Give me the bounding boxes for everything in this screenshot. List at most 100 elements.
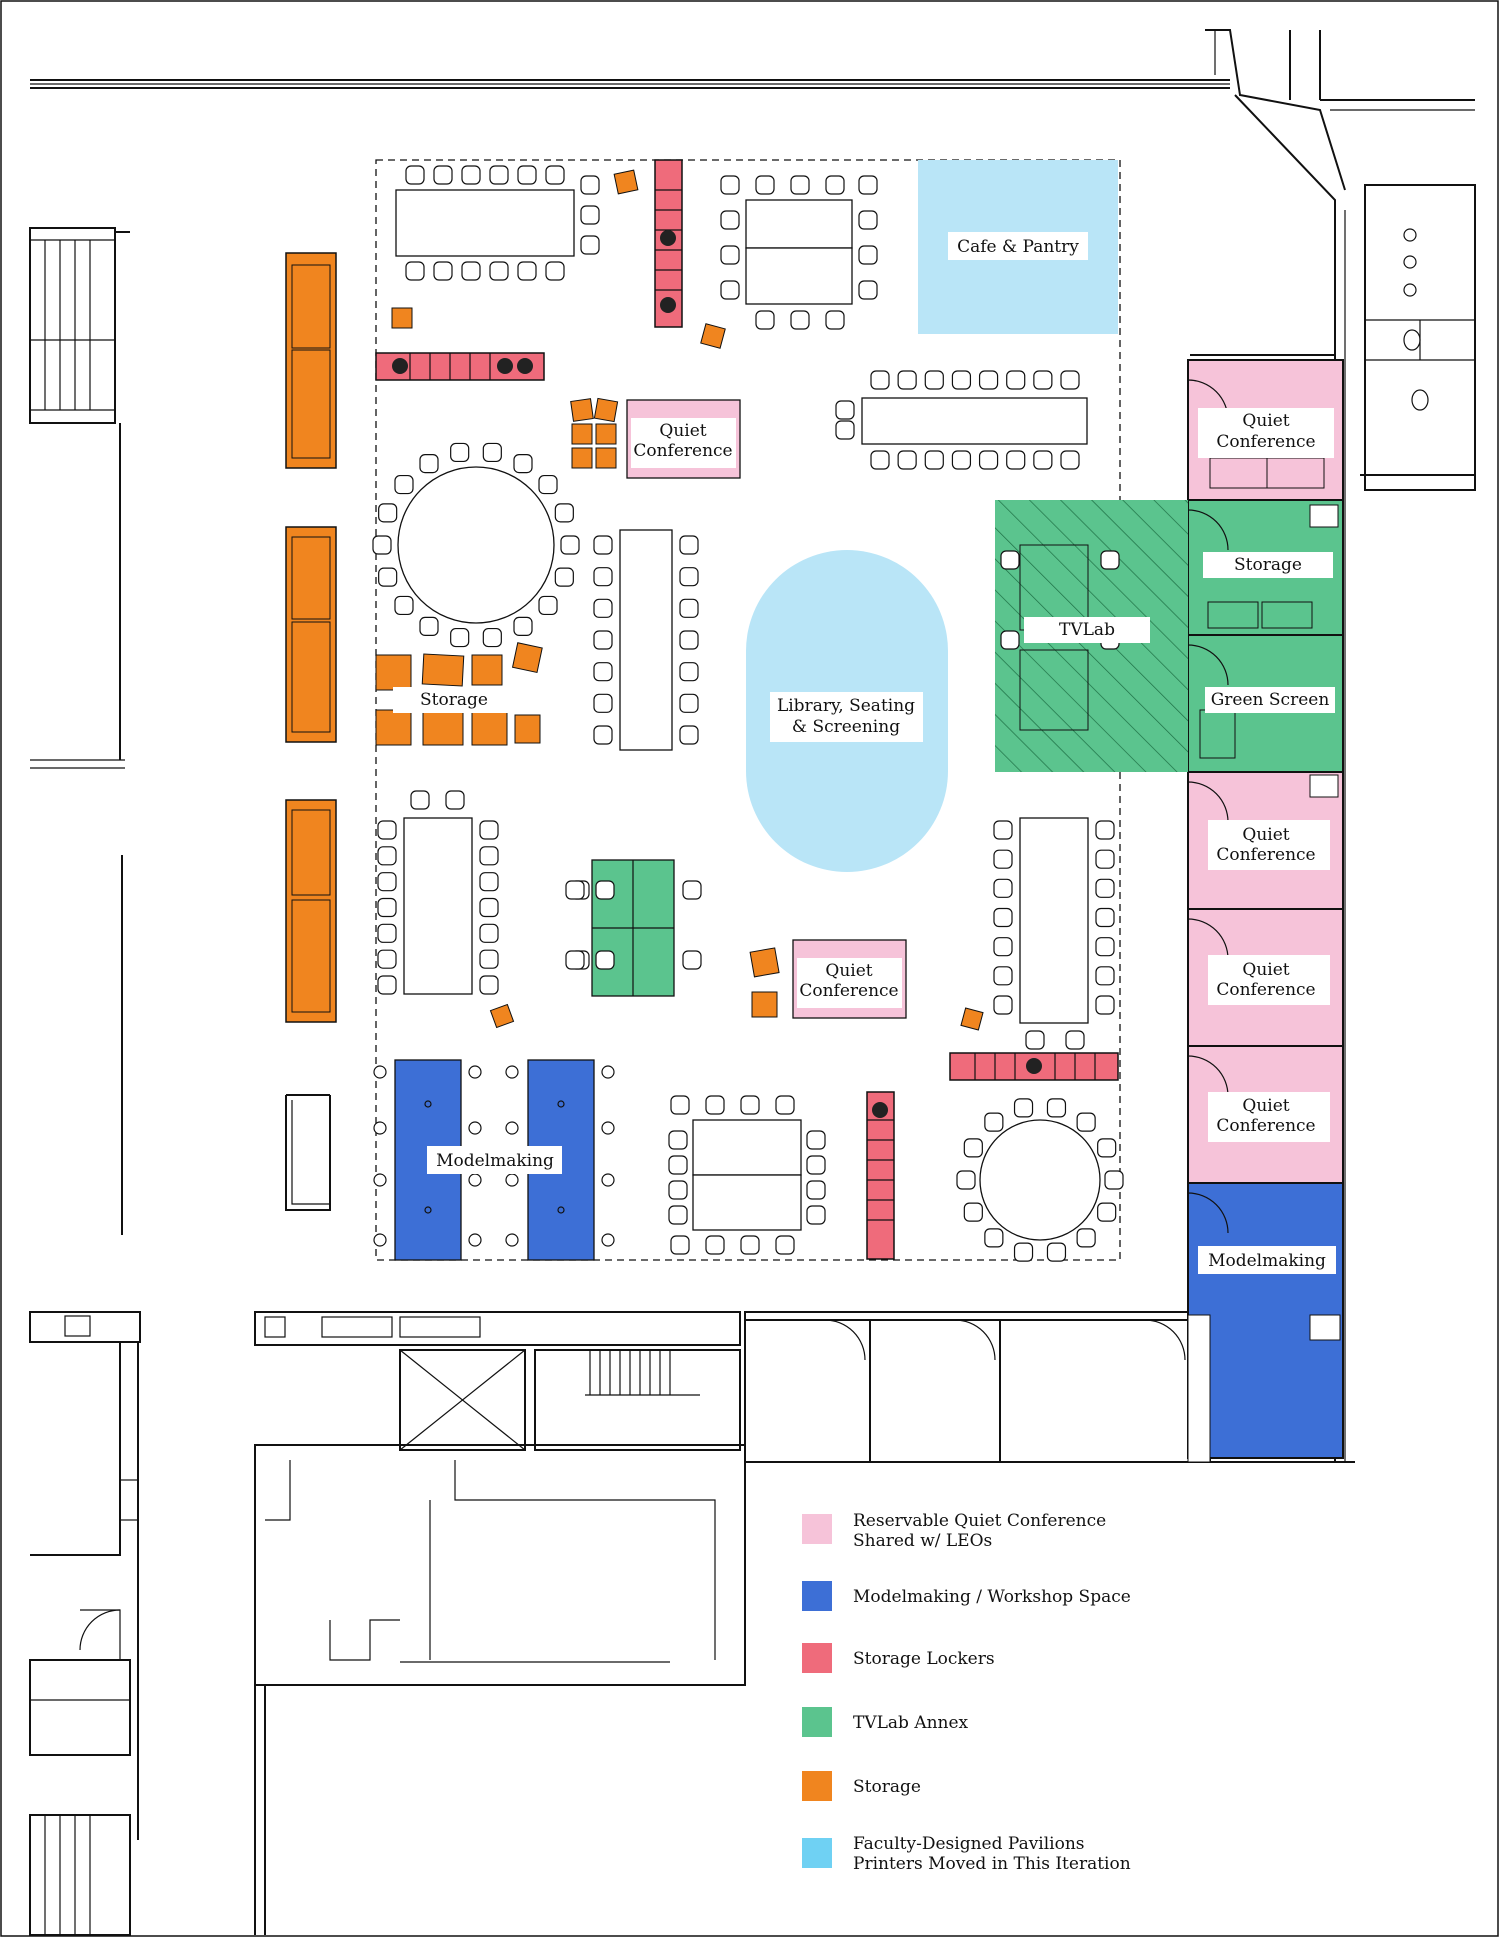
chair xyxy=(825,310,845,330)
chair xyxy=(1000,550,1020,570)
modelmaking-main-label: Modelmaking xyxy=(436,1151,554,1171)
tvlab-label: TVLab xyxy=(1059,620,1115,640)
chair xyxy=(984,1112,1004,1132)
furniture-layout xyxy=(372,165,1124,1262)
chair xyxy=(479,820,499,840)
chair xyxy=(951,370,972,390)
chair xyxy=(479,949,499,969)
chair xyxy=(720,280,740,300)
legend-label-tvlab: TVLab Annex xyxy=(853,1713,969,1733)
chair xyxy=(858,210,878,230)
chair xyxy=(740,1235,760,1255)
chair xyxy=(517,165,537,185)
chair xyxy=(1095,878,1115,898)
chair xyxy=(720,245,740,265)
quiet-conference-room-2-label-2: Conference xyxy=(1216,845,1315,865)
chair xyxy=(1095,907,1115,928)
chair xyxy=(835,400,855,420)
library-label-1: Library, Seating xyxy=(777,696,915,716)
chair xyxy=(538,595,558,616)
chair xyxy=(378,503,398,523)
quiet-conference-room-1-label-2: Conference xyxy=(1216,432,1315,452)
chair xyxy=(482,442,502,463)
chair xyxy=(1000,630,1020,650)
chair xyxy=(775,1235,795,1255)
storage-pads xyxy=(375,169,984,1031)
chair xyxy=(593,693,613,713)
chair xyxy=(806,1205,826,1225)
chair xyxy=(679,725,699,745)
chair xyxy=(593,630,613,650)
chair xyxy=(593,598,613,618)
chair xyxy=(993,995,1013,1015)
legend-label-pavilions-1: Faculty-Designed Pavilions xyxy=(853,1834,1085,1854)
legend-swatch-quiet xyxy=(802,1514,832,1544)
chair xyxy=(377,897,397,918)
chair xyxy=(705,1095,725,1115)
chair xyxy=(924,450,944,470)
quiet-conference-room-3-label-2: Conference xyxy=(1216,980,1315,1000)
chair xyxy=(595,880,615,900)
chair xyxy=(580,235,600,255)
chair xyxy=(679,630,699,650)
quiet-conference-room-1-label-1: Quiet xyxy=(1242,411,1289,431)
chair xyxy=(1095,849,1115,869)
chair xyxy=(410,790,430,810)
chair xyxy=(461,261,481,281)
chair xyxy=(1095,995,1115,1015)
chair xyxy=(806,1180,826,1200)
chair xyxy=(679,693,699,713)
chair xyxy=(720,210,740,230)
chair xyxy=(755,175,775,195)
chair xyxy=(554,503,574,523)
green-screen-label: Green Screen xyxy=(1211,690,1330,710)
chair xyxy=(858,245,878,265)
chair xyxy=(461,165,481,185)
storage-east-label: Storage xyxy=(1234,555,1302,575)
chair xyxy=(513,616,533,637)
chair xyxy=(517,261,537,281)
chair xyxy=(705,1235,725,1255)
chair xyxy=(870,450,890,470)
storage-west-label: Storage xyxy=(420,690,488,710)
chair xyxy=(593,662,613,682)
chair xyxy=(479,846,499,866)
chair xyxy=(978,450,999,470)
chair xyxy=(489,261,509,281)
chair xyxy=(806,1155,826,1175)
chair xyxy=(545,261,565,281)
chair xyxy=(394,595,414,616)
chair xyxy=(1033,450,1053,470)
chair xyxy=(378,567,398,587)
chair xyxy=(405,261,425,281)
chair xyxy=(1095,966,1115,986)
chair xyxy=(1060,370,1080,390)
chair xyxy=(1046,1098,1067,1118)
chair xyxy=(1065,1030,1085,1050)
chair xyxy=(419,616,439,637)
quiet-conference-pod-1-label-1: Quiet xyxy=(659,421,706,441)
legend-label-storage: Storage xyxy=(853,1777,921,1797)
chair xyxy=(479,897,499,918)
chair xyxy=(560,535,580,555)
chair xyxy=(1006,370,1026,390)
legend-swatch-lockers xyxy=(802,1643,832,1673)
chair xyxy=(835,420,855,440)
legend-label-modelmaking: Modelmaking / Workshop Space xyxy=(853,1587,1131,1607)
chair xyxy=(394,474,414,495)
quiet-conference-pod-2-label-1: Quiet xyxy=(825,961,872,981)
chair xyxy=(1076,1112,1096,1132)
chair xyxy=(372,535,392,555)
quiet-conference-room-2-label-1: Quiet xyxy=(1242,825,1289,845)
chair xyxy=(679,598,699,618)
modelmaking-east-label: Modelmaking xyxy=(1208,1251,1326,1271)
chair xyxy=(445,790,465,810)
chair xyxy=(679,567,699,587)
chair xyxy=(993,966,1013,986)
chair xyxy=(593,535,613,555)
chair xyxy=(682,880,702,900)
chair xyxy=(679,535,699,555)
legend-swatch-storage xyxy=(802,1771,832,1801)
chair xyxy=(479,872,499,892)
